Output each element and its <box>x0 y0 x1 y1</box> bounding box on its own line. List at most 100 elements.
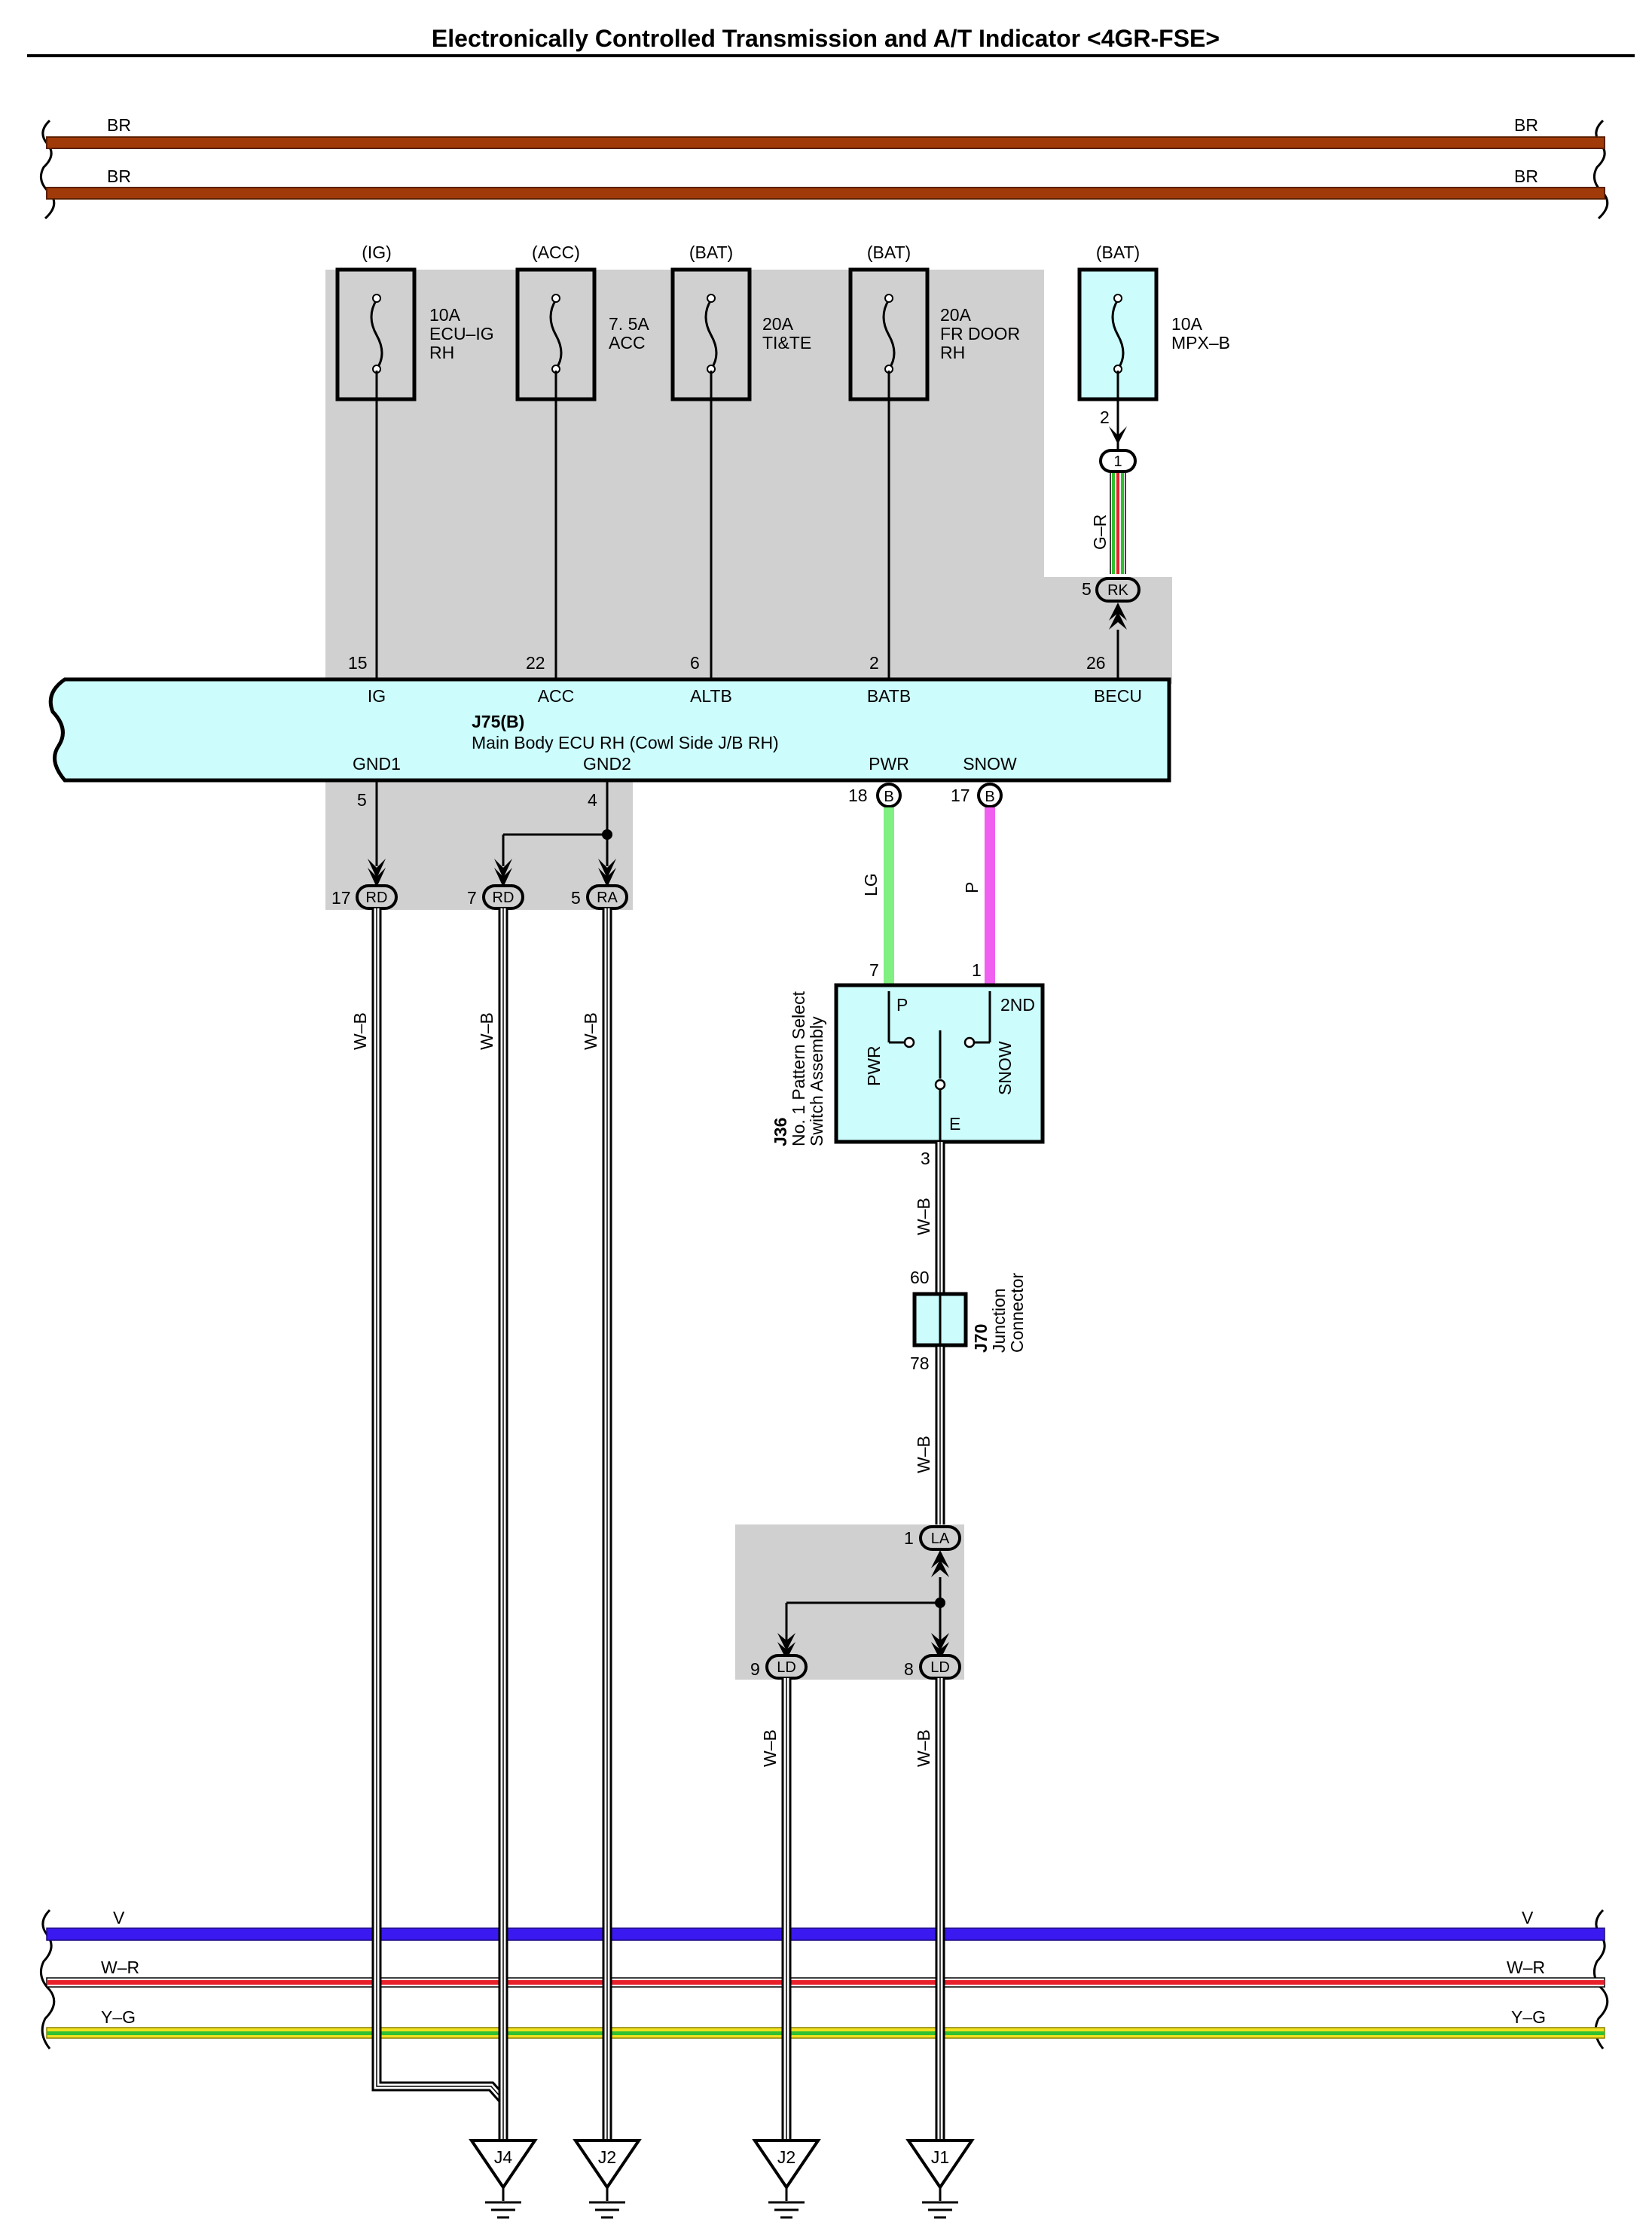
terminal-arrow-up-icon <box>1109 612 1127 630</box>
bus-break-left <box>39 1909 56 2049</box>
wire-wb-label: W–B <box>477 1012 496 1050</box>
junction-pin-top: 60 <box>910 1268 930 1287</box>
terminal-arrow-icon <box>598 859 616 878</box>
ground-icon <box>922 2201 958 2219</box>
ecu-pwr-name: PWR <box>869 754 909 774</box>
bus-break-right <box>1592 119 1609 220</box>
fuse-element-icon <box>1111 299 1125 370</box>
ld-pin: 8 <box>904 1659 914 1679</box>
conn-la-label: LA <box>931 1530 950 1547</box>
ground-triangle-icon <box>752 2139 821 2190</box>
svg-text:20A: 20A <box>940 305 972 325</box>
terminal-arrow-icon <box>931 1633 949 1651</box>
bus-br-1 <box>46 136 1605 149</box>
ecu-pin-num: 22 <box>526 653 545 673</box>
conn-b-label: B <box>884 789 893 805</box>
ld-pin: 9 <box>750 1659 760 1679</box>
fuse-fr-door-rh: (BAT) 20A FR DOOR RH <box>848 243 1020 401</box>
terminal-arrow-icon <box>494 868 512 887</box>
pwr-pin-num: 18 <box>848 786 868 805</box>
gnd1-pin-num: 5 <box>357 790 367 810</box>
conn-pin: 5 <box>571 888 581 908</box>
ecu-snow-name: SNOW <box>963 754 1017 774</box>
switch-contact <box>963 1036 976 1048</box>
terminal-arrow-icon <box>598 868 616 887</box>
conn-rk-label: RK <box>1107 582 1128 599</box>
svg-text:RH: RH <box>429 343 454 362</box>
bus-br-2-right-label: BR <box>1514 166 1538 186</box>
ecu-name: Main Body ECU RH (Cowl Side J/B RH) <box>472 733 779 752</box>
wb-wire-crossings <box>371 1913 945 2139</box>
fuse-element-icon <box>704 299 718 370</box>
fuse-source: (IG) <box>362 243 392 262</box>
wire-wb-label: W–B <box>350 1012 370 1050</box>
conn-rd-label: RD <box>366 890 388 906</box>
rk-pin-label: 5 <box>1082 579 1092 599</box>
mpx-b-circuit: 2 1 G–R 5 RK <box>1082 407 1141 679</box>
conn-b-pwr <box>876 783 902 808</box>
switch-name-1: No. 1 Pattern Select <box>789 991 808 1146</box>
bus-br-2 <box>46 187 1605 200</box>
ecu-body <box>48 677 1171 783</box>
ground-j2: J2 <box>752 2139 821 2219</box>
la-pin: 1 <box>904 1528 914 1548</box>
conn-ra-label: RA <box>597 890 618 906</box>
wire-lg <box>884 807 894 985</box>
bus-wr-right-label: W–R <box>1507 1958 1545 1977</box>
snow-pin-num: 17 <box>951 786 970 805</box>
ground-triangle-icon <box>905 2139 975 2190</box>
wire-wb-label: W–B <box>581 1012 600 1050</box>
switch-2nd-label: 2ND <box>1000 995 1035 1015</box>
svg-text:FR DOOR: FR DOOR <box>940 324 1020 343</box>
junction-name-2: Connector <box>1007 1273 1027 1353</box>
ground-label: J2 <box>777 2147 795 2167</box>
svg-text:20A: 20A <box>762 314 794 334</box>
svg-text:RH: RH <box>940 343 965 362</box>
switch-id: J36 <box>771 1118 790 1146</box>
ground-icon <box>768 2201 805 2219</box>
terminal-arrow-icon <box>368 868 386 887</box>
ground-j2: J2 <box>573 2139 642 2219</box>
terminal-arrow-icon <box>494 859 512 878</box>
junction-id: J70 <box>971 1324 991 1353</box>
switch-pin-3: 3 <box>921 1149 930 1168</box>
ground-label: J4 <box>494 2147 513 2167</box>
ground-j1: J1 <box>905 2139 975 2219</box>
mpx-pin-label: 2 <box>1100 407 1110 427</box>
bus-yg-left-label: Y–G <box>101 2007 136 2027</box>
switch-pwr-label: PWR <box>864 1045 884 1086</box>
ecu-gnd2-name: GND2 <box>583 754 631 774</box>
terminal-arrow-icon <box>931 1642 949 1660</box>
conn-rd-label: RD <box>493 890 515 906</box>
fuse-ecu-ig-rh: (IG) 10A ECU–IG RH <box>335 243 494 401</box>
ground-triangle-icon <box>573 2139 642 2190</box>
wire-wb-label: W–B <box>914 1436 933 1473</box>
switch-snow-label: SNOW <box>995 1041 1015 1095</box>
fuse-wires <box>375 371 1119 679</box>
terminal-arrow-icon <box>368 859 386 878</box>
svg-text:MPX–B: MPX–B <box>1171 333 1230 352</box>
fuse-element-icon <box>549 299 563 370</box>
switch-e-label: E <box>949 1114 960 1134</box>
ground-points: J4 J2 J2 J1 <box>469 2139 975 2219</box>
ground-label: J2 <box>598 2147 616 2167</box>
page-title: Electronically Controlled Transmission a… <box>432 25 1220 52</box>
wire-p <box>985 807 995 985</box>
bus-wr-left-label: W–R <box>101 1958 139 1977</box>
ecu-pin-num: 15 <box>348 653 368 673</box>
bus-br-1-left-label: BR <box>107 115 131 135</box>
terminal-arrow-up-icon <box>931 1559 949 1577</box>
ecu-gnd1-name: GND1 <box>353 754 401 774</box>
ecu-pin-name: BATB <box>867 686 911 706</box>
terminal-arrow-icon <box>777 1633 795 1651</box>
fuse-element-icon <box>370 299 383 370</box>
switch-pin-7: 7 <box>869 960 879 980</box>
bus-v <box>46 1927 1605 1941</box>
svg-text:TI&TE: TI&TE <box>762 333 811 352</box>
conn-b-label: B <box>985 789 994 805</box>
switch-p-label: P <box>896 995 908 1015</box>
wb-wires: W–B W–B W–B <box>350 908 612 2139</box>
conn-ld-label: LD <box>777 1659 796 1676</box>
ecu-pin-name: BECU <box>1094 686 1142 706</box>
bus-v-right-label: V <box>1522 1908 1534 1927</box>
